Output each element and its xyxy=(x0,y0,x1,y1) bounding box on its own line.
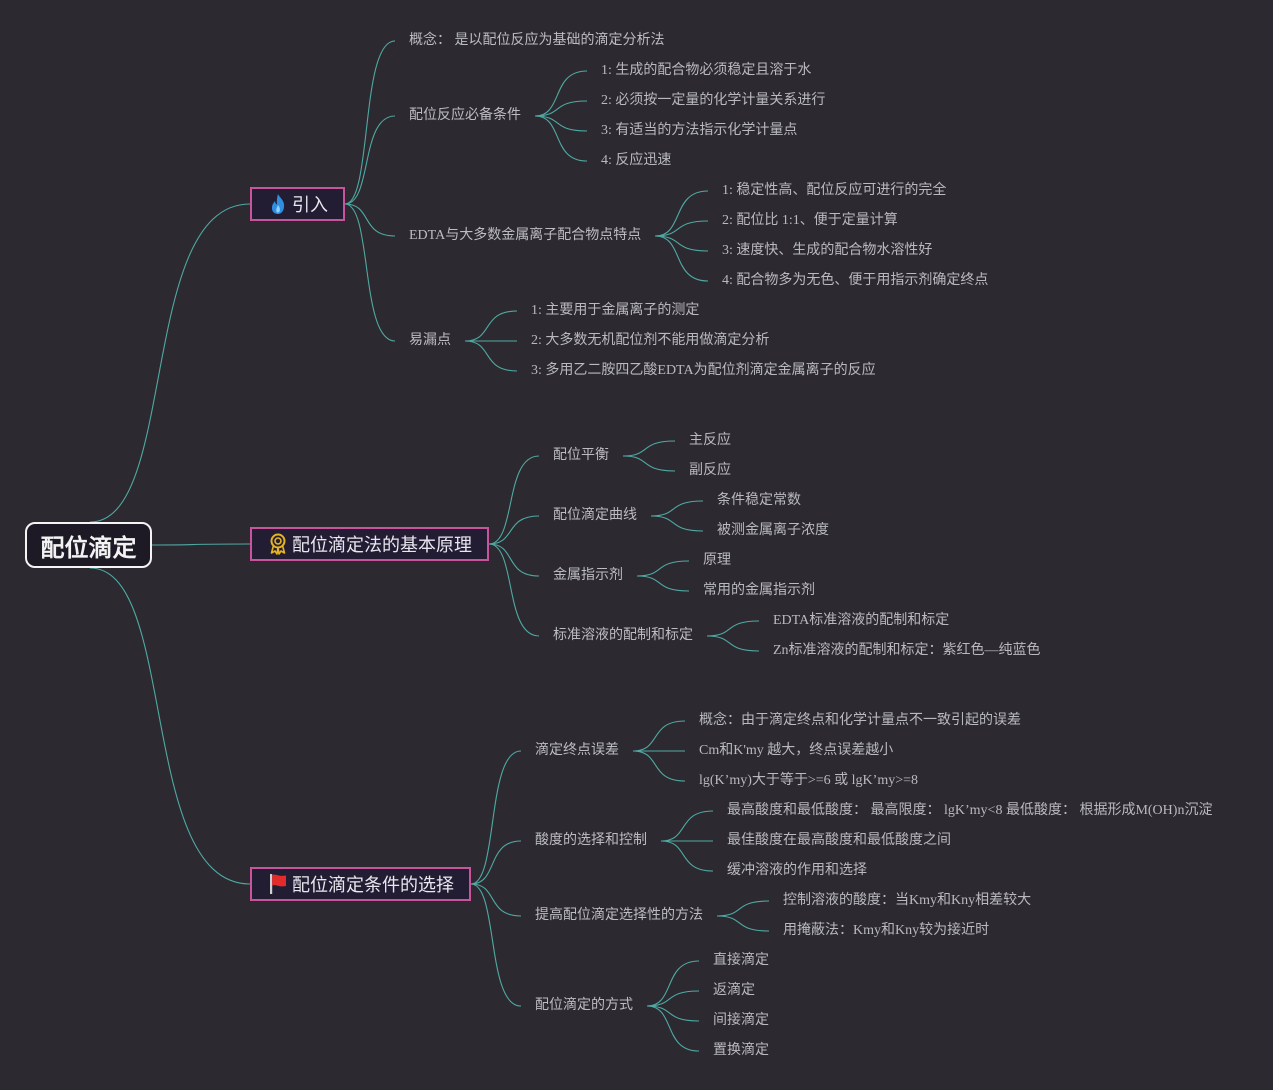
link-topic-2-3-leaf-2 xyxy=(646,1005,700,1022)
link-topic-2-0-leaf-2 xyxy=(632,750,686,782)
link-branch-0-topic-0 xyxy=(344,40,396,205)
link-branch-1-topic-2 xyxy=(488,543,540,577)
leaf-1-2-0[interactable]: 原理 xyxy=(703,553,731,568)
link-branch-1-topic-0 xyxy=(488,455,540,545)
link-topic-2-2-leaf-0 xyxy=(716,900,770,917)
link-branch-1-topic-3 xyxy=(488,543,540,637)
link-topic-0-3-leaf-0 xyxy=(464,310,518,342)
link-branch-2-topic-0 xyxy=(470,750,522,885)
topic-0-1[interactable]: 配位反应必备条件 xyxy=(409,108,521,123)
leaf-1-0-1[interactable]: 副反应 xyxy=(689,463,731,478)
topic-0-3[interactable]: 易漏点 xyxy=(409,333,451,348)
leaf-2-1-2[interactable]: 缓冲溶液的作用和选择 xyxy=(727,863,867,878)
branch-conditions[interactable]: 配位滴定条件的选择 xyxy=(250,867,471,901)
leaf-1-1-0[interactable]: 条件稳定常数 xyxy=(717,493,801,508)
leaf-0-2-1[interactable]: 2: 配位比 1:1、便于定量计算 xyxy=(722,213,898,228)
leaf-2-0-1[interactable]: Cm和K'my 越大，终点误差越小 xyxy=(699,743,894,758)
link-topic-1-3-leaf-1 xyxy=(706,635,760,652)
link-topic-1-2-leaf-0 xyxy=(636,560,690,577)
topic-1-1[interactable]: 配位滴定曲线 xyxy=(553,508,637,523)
link-topic-2-0-leaf-0 xyxy=(632,720,686,752)
leaf-2-0-0[interactable]: 概念：由于滴定终点和化学计量点不一致引起的误差 xyxy=(699,713,1021,728)
link-topic-1-2-leaf-1 xyxy=(636,575,690,592)
link-topic-2-3-leaf-3 xyxy=(646,1005,700,1052)
link-branch-0-topic-2 xyxy=(344,203,396,237)
root-label: 配位滴定 xyxy=(40,533,137,562)
topic-0-0[interactable]: 概念： 是以配位反应为基础的滴定分析法 xyxy=(409,33,665,48)
topic-0-2[interactable]: EDTA与大多数金属离子配合物点特点 xyxy=(409,228,642,243)
leaf-2-3-0[interactable]: 直接滴定 xyxy=(713,953,769,968)
leaf-0-3-1[interactable]: 2: 大多数无机配位剂不能用做滴定分析 xyxy=(531,333,770,348)
link-branch-1-topic-1 xyxy=(488,515,540,545)
link-topic-0-2-leaf-1 xyxy=(655,220,709,237)
leaf-2-2-1[interactable]: 用掩蔽法：Kmy和Kny较为接近时 xyxy=(783,923,990,938)
leaf-2-1-1[interactable]: 最佳酸度在最高酸度和最低酸度之间 xyxy=(727,833,951,848)
link-branch-2-topic-3 xyxy=(470,883,522,1007)
link-branch-0-topic-3 xyxy=(344,203,396,342)
link-root-branch-0 xyxy=(89,203,251,523)
link-topic-2-3-leaf-0 xyxy=(646,960,700,1007)
leaf-1-3-0[interactable]: EDTA标准溶液的配制和标定 xyxy=(773,613,950,628)
leaf-1-2-1[interactable]: 常用的金属指示剂 xyxy=(703,583,815,598)
flame-icon xyxy=(268,193,288,215)
link-branch-2-topic-2 xyxy=(470,883,522,917)
link-topic-0-3-leaf-2 xyxy=(464,340,518,372)
leaf-2-3-2[interactable]: 间接滴定 xyxy=(713,1013,769,1028)
leaf-1-3-1[interactable]: Zn标准溶液的配制和标定：紫红色—纯蓝色 xyxy=(773,643,1041,658)
leaf-0-2-3[interactable]: 4: 配合物多为无色、便于用指示剂确定终点 xyxy=(722,273,989,288)
branch-principle-label: 配位滴定法的基本原理 xyxy=(292,535,472,556)
leaf-1-1-1[interactable]: 被测金属离子浓度 xyxy=(717,523,829,538)
link-topic-0-1-leaf-3 xyxy=(534,115,588,162)
branch-principle[interactable]: 配位滴定法的基本原理 xyxy=(250,527,489,561)
topic-2-1[interactable]: 酸度的选择和控制 xyxy=(535,833,647,848)
leaf-0-1-0[interactable]: 1: 生成的配合物必须稳定且溶于水 xyxy=(601,63,812,78)
root-node[interactable]: 配位滴定 xyxy=(25,522,152,568)
leaf-2-3-1[interactable]: 返滴定 xyxy=(713,983,755,998)
link-topic-0-2-leaf-0 xyxy=(655,190,709,237)
leaf-0-3-2[interactable]: 3: 多用乙二胺四乙酸EDTA为配位剂滴定金属离子的反应 xyxy=(531,363,876,378)
link-branch-0-topic-1 xyxy=(344,115,396,205)
link-topic-2-3-leaf-1 xyxy=(646,990,700,1007)
link-topic-1-0-leaf-0 xyxy=(622,440,676,457)
link-topic-0-1-leaf-0 xyxy=(534,70,588,117)
leaf-2-3-3[interactable]: 置换滴定 xyxy=(713,1043,769,1058)
branch-intro-label: 引入 xyxy=(292,195,328,216)
leaf-0-3-0[interactable]: 1: 主要用于金属离子的测定 xyxy=(531,303,700,318)
branch-conditions-label: 配位滴定条件的选择 xyxy=(292,875,454,896)
link-topic-1-1-leaf-0 xyxy=(650,500,704,517)
leaf-2-2-0[interactable]: 控制溶液的酸度：当Kmy和Kny相差较大 xyxy=(783,893,1032,908)
link-topic-1-1-leaf-1 xyxy=(650,515,704,532)
topic-2-3[interactable]: 配位滴定的方式 xyxy=(535,998,633,1013)
link-root-branch-2 xyxy=(89,567,251,885)
leaf-2-1-0[interactable]: 最高酸度和最低酸度： 最高限度： lgK’my<8 最低酸度： 根据形成M(OH… xyxy=(727,803,1213,818)
link-topic-2-1-leaf-0 xyxy=(660,810,714,842)
leaf-0-2-2[interactable]: 3: 速度快、生成的配合物水溶性好 xyxy=(722,243,933,258)
red-flag-icon xyxy=(268,873,288,895)
leaf-0-1-1[interactable]: 2: 必须按一定量的化学计量关系进行 xyxy=(601,93,826,108)
link-topic-2-2-leaf-1 xyxy=(716,915,770,932)
topic-1-2[interactable]: 金属指示剂 xyxy=(553,568,623,583)
leaf-1-0-0[interactable]: 主反应 xyxy=(689,433,731,448)
award-ribbon-icon xyxy=(268,533,288,555)
topic-2-2[interactable]: 提高配位滴定选择性的方法 xyxy=(535,908,703,923)
leaf-2-0-2[interactable]: lg(K’my)大于等于>=6 或 lgK’my>=8 xyxy=(699,773,919,788)
link-topic-0-1-leaf-1 xyxy=(534,100,588,117)
topic-2-0[interactable]: 滴定终点误差 xyxy=(535,743,619,758)
link-topic-2-1-leaf-2 xyxy=(660,840,714,872)
topic-1-0[interactable]: 配位平衡 xyxy=(553,448,609,463)
link-topic-0-1-leaf-2 xyxy=(534,115,588,132)
link-topic-0-2-leaf-3 xyxy=(655,235,709,282)
branch-intro[interactable]: 引入 xyxy=(250,187,345,221)
link-root-branch-1 xyxy=(149,543,251,546)
link-topic-1-0-leaf-1 xyxy=(622,455,676,472)
link-topic-0-2-leaf-2 xyxy=(655,235,709,252)
link-branch-2-topic-1 xyxy=(470,840,522,885)
leaf-0-2-0[interactable]: 1: 稳定性高、配位反应可进行的完全 xyxy=(722,183,947,198)
topic-1-3[interactable]: 标准溶液的配制和标定 xyxy=(553,628,693,643)
link-topic-1-3-leaf-0 xyxy=(706,620,760,637)
leaf-0-1-2[interactable]: 3: 有适当的方法指示化学计量点 xyxy=(601,123,798,138)
leaf-0-1-3[interactable]: 4: 反应迅速 xyxy=(601,153,672,168)
